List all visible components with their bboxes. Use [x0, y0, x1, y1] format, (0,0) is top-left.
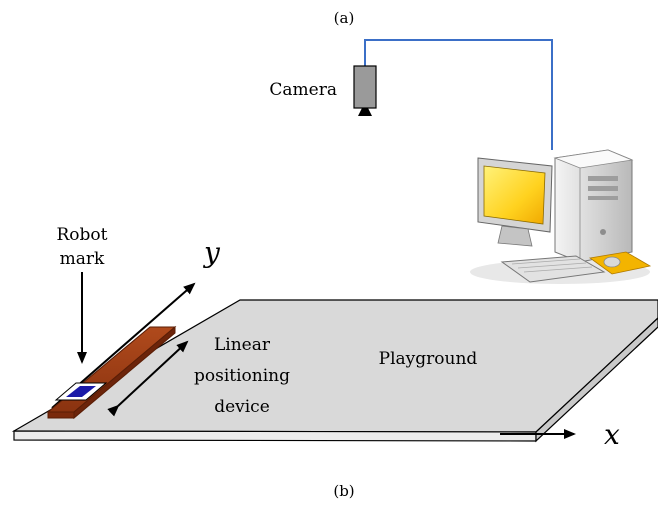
y-axis-label: y — [202, 236, 221, 269]
robot-mark-label-line2: mark — [60, 249, 105, 269]
camera-cable — [364, 39, 553, 150]
linear-device-label-line2: positioning — [194, 366, 290, 386]
computer-icon — [470, 149, 652, 284]
robot-mark — [54, 382, 108, 401]
linear-device-label-line3: device — [214, 397, 270, 417]
camera-label: Camera — [269, 80, 337, 100]
linear-motion-arrow — [107, 340, 189, 417]
caption-bottom: (b) — [333, 482, 354, 500]
playground-label: Playground — [379, 349, 478, 369]
x-axis-label: x — [604, 418, 620, 451]
camera-icon — [353, 65, 377, 116]
robot-mark-label-line1: Robot — [57, 225, 108, 245]
caption-top: (a) — [334, 9, 355, 27]
linear-device-label-line1: Linear — [214, 335, 271, 355]
